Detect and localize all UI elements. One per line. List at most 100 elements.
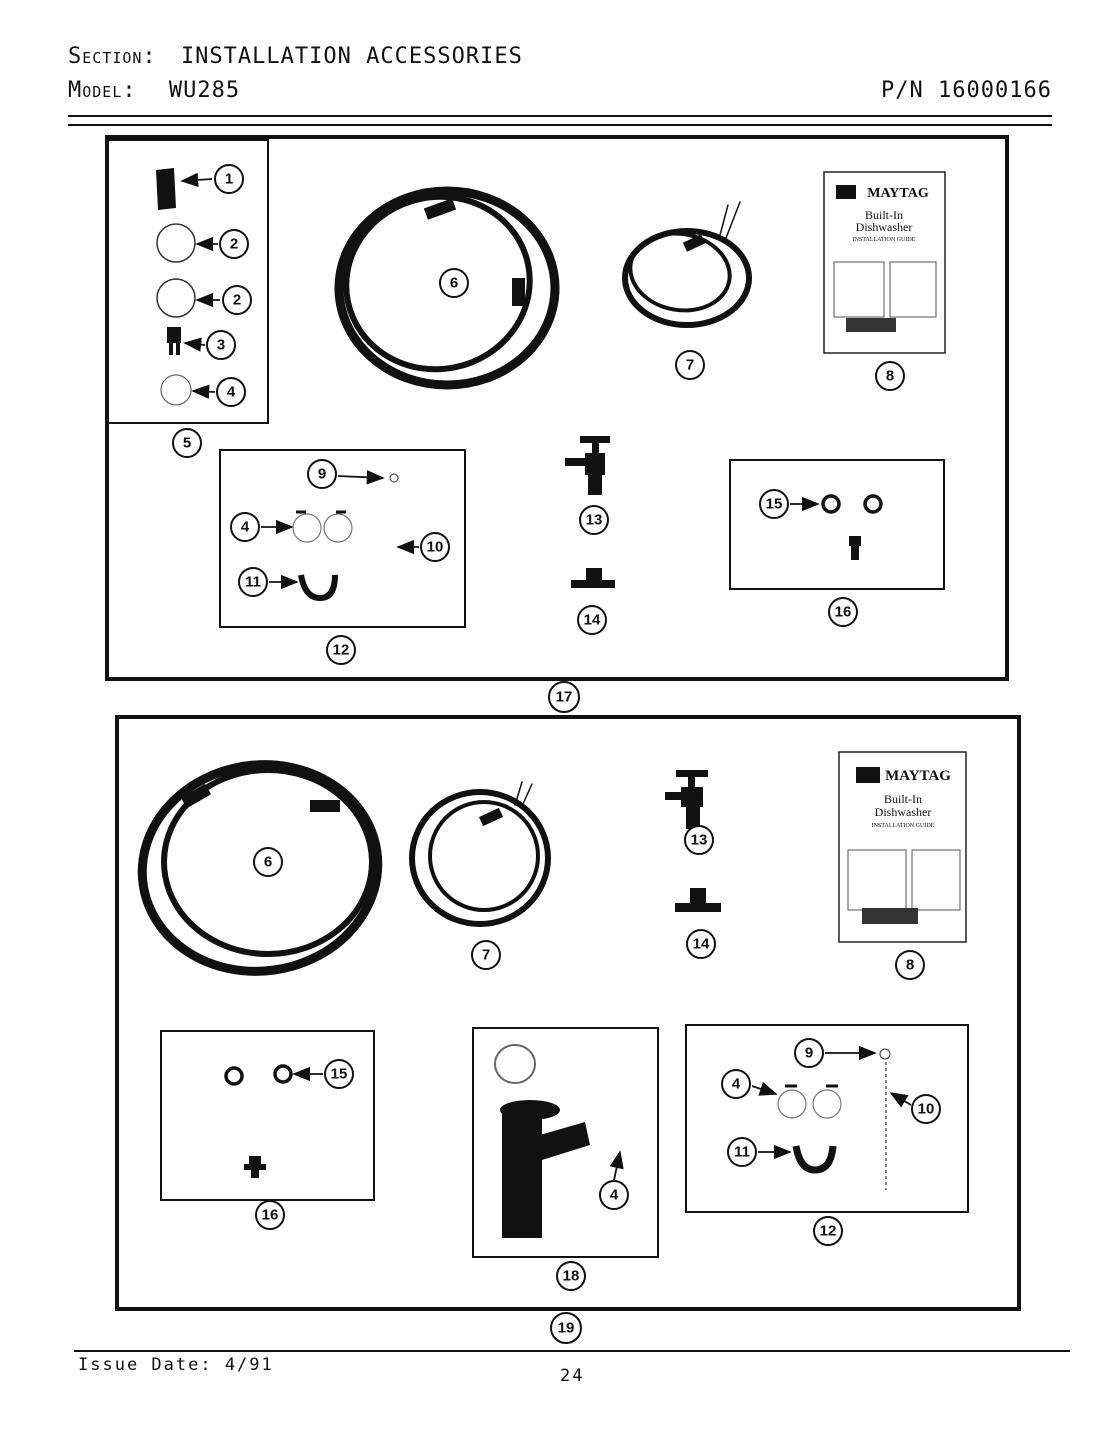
callout-4b: 4 (230, 512, 260, 542)
callout-11a: 11 (238, 567, 268, 597)
o-ring-part-15b (863, 494, 883, 514)
svg-text:10: 10 (427, 539, 444, 556)
callout-3: 3 (206, 330, 236, 360)
callout-17: 17 (548, 681, 580, 713)
svg-text:INSTALLATION GUIDE: INSTALLATION GUIDE (872, 823, 935, 829)
callout-5: 5 (172, 428, 202, 458)
svg-text:12: 12 (820, 1223, 837, 1240)
svg-text:9: 9 (318, 466, 326, 483)
elbow-fitting-part-14b (675, 888, 721, 912)
svg-text:4: 4 (227, 384, 236, 401)
svg-text:5: 5 (183, 435, 191, 452)
svg-text:Built-In: Built-In (884, 792, 922, 806)
kit-box-18 (472, 1027, 659, 1258)
ring-part-18 (494, 1044, 536, 1084)
callout-19: 19 (550, 1312, 582, 1344)
u-tube-part-11a (298, 574, 338, 602)
svg-text:MAYTAG: MAYTAG (867, 186, 929, 201)
callout-7b: 7 (471, 940, 501, 970)
o-ring-part-15d (273, 1064, 293, 1084)
model-value: WU285 (168, 78, 241, 103)
model-label: Model: (68, 78, 137, 103)
wire-connector-part-3 (167, 327, 181, 355)
kit-box-5 (106, 139, 269, 424)
section-heading: Section: INSTALLATION ACCESSORIES (68, 44, 523, 69)
callout-4c: 4 (599, 1180, 629, 1210)
power-cord-part-7b (409, 781, 551, 927)
callout-4d: 4 (721, 1069, 751, 1099)
section-value: INSTALLATION ACCESSORIES (180, 44, 523, 69)
callout-2a: 2 (219, 229, 249, 259)
u-tube-part-11b (792, 1145, 837, 1174)
callout-6b: 6 (253, 847, 283, 877)
installation-guide-part-8b: MAYTAG Built-In Dishwasher INSTALLATION … (838, 751, 967, 943)
callout-15b: 15 (324, 1059, 354, 1089)
svg-text:7: 7 (482, 947, 490, 964)
svg-text:4: 4 (241, 519, 250, 536)
callout-15a: 15 (759, 489, 789, 519)
svg-text:11: 11 (245, 574, 261, 591)
kit-box-16b (160, 1030, 375, 1201)
svg-text:4: 4 (610, 1187, 619, 1204)
svg-text:15: 15 (766, 496, 783, 513)
model-heading: Model: WU285 (68, 78, 240, 103)
header-rule-bottom (68, 124, 1052, 126)
section-label: Section: (68, 44, 157, 69)
callout-6a: 6 (439, 268, 469, 298)
callout-13a: 13 (579, 505, 609, 535)
clamps-part-4d (777, 1084, 842, 1119)
svg-text:4: 4 (732, 1076, 741, 1093)
svg-text:13: 13 (586, 512, 603, 529)
hose-clamp-part-2a (156, 223, 196, 263)
footer-rule (74, 1350, 1070, 1352)
callout-12a: 12 (326, 635, 356, 665)
svg-text:Built-In: Built-In (865, 208, 903, 222)
svg-text:17: 17 (556, 689, 573, 706)
callout-10a: 10 (420, 532, 450, 562)
svg-text:3: 3 (217, 337, 225, 354)
svg-text:6: 6 (450, 275, 458, 292)
plug-part-1 (156, 168, 176, 210)
callout-1: 1 (214, 164, 244, 194)
page-number: 24 (560, 1366, 585, 1386)
svg-text:7: 7 (686, 357, 694, 374)
callout-16b: 16 (255, 1200, 285, 1230)
callout-7a: 7 (675, 350, 705, 380)
drain-hose-part-6 (334, 186, 560, 390)
clamp-part-4 (160, 374, 192, 406)
svg-text:MAYTAG: MAYTAG (885, 768, 951, 784)
svg-text:12: 12 (333, 642, 350, 659)
callout-9b: 9 (794, 1038, 824, 1068)
callout-8a: 8 (875, 361, 905, 391)
svg-text:9: 9 (805, 1045, 813, 1062)
tailpiece-part-18 (500, 1100, 590, 1238)
callout-16a: 16 (828, 597, 858, 627)
svg-text:6: 6 (264, 854, 272, 871)
kit-box-16a (729, 459, 945, 590)
adapter-part-16a (849, 536, 861, 560)
svg-text:INSTALLATION GUIDE: INSTALLATION GUIDE (853, 237, 916, 243)
svg-text:8: 8 (886, 368, 894, 385)
screw-part-9b (879, 1048, 891, 1060)
kit-box-12a (219, 449, 466, 628)
svg-text:1: 1 (225, 171, 233, 188)
callout-13b: 13 (684, 825, 714, 855)
callout-10b: 10 (911, 1094, 941, 1124)
callout-11b: 11 (727, 1137, 757, 1167)
shutoff-valve-part-13b (665, 770, 708, 829)
callout-12b: 12 (813, 1216, 843, 1246)
svg-text:2: 2 (230, 236, 238, 253)
svg-text:Dishwasher: Dishwasher (875, 805, 932, 819)
svg-text:13: 13 (691, 832, 708, 849)
hose-clamp-part-2b (156, 278, 196, 318)
callout-2b: 2 (222, 285, 252, 315)
power-cord-part-7 (622, 201, 752, 328)
svg-text:14: 14 (693, 936, 710, 953)
kit-box-12b (685, 1024, 969, 1213)
svg-text:10: 10 (918, 1101, 935, 1118)
svg-text:2: 2 (233, 292, 241, 309)
svg-text:Dishwasher: Dishwasher (856, 220, 913, 234)
shutoff-valve-part-13a (565, 436, 610, 495)
kit-box-19 (115, 715, 1021, 1311)
